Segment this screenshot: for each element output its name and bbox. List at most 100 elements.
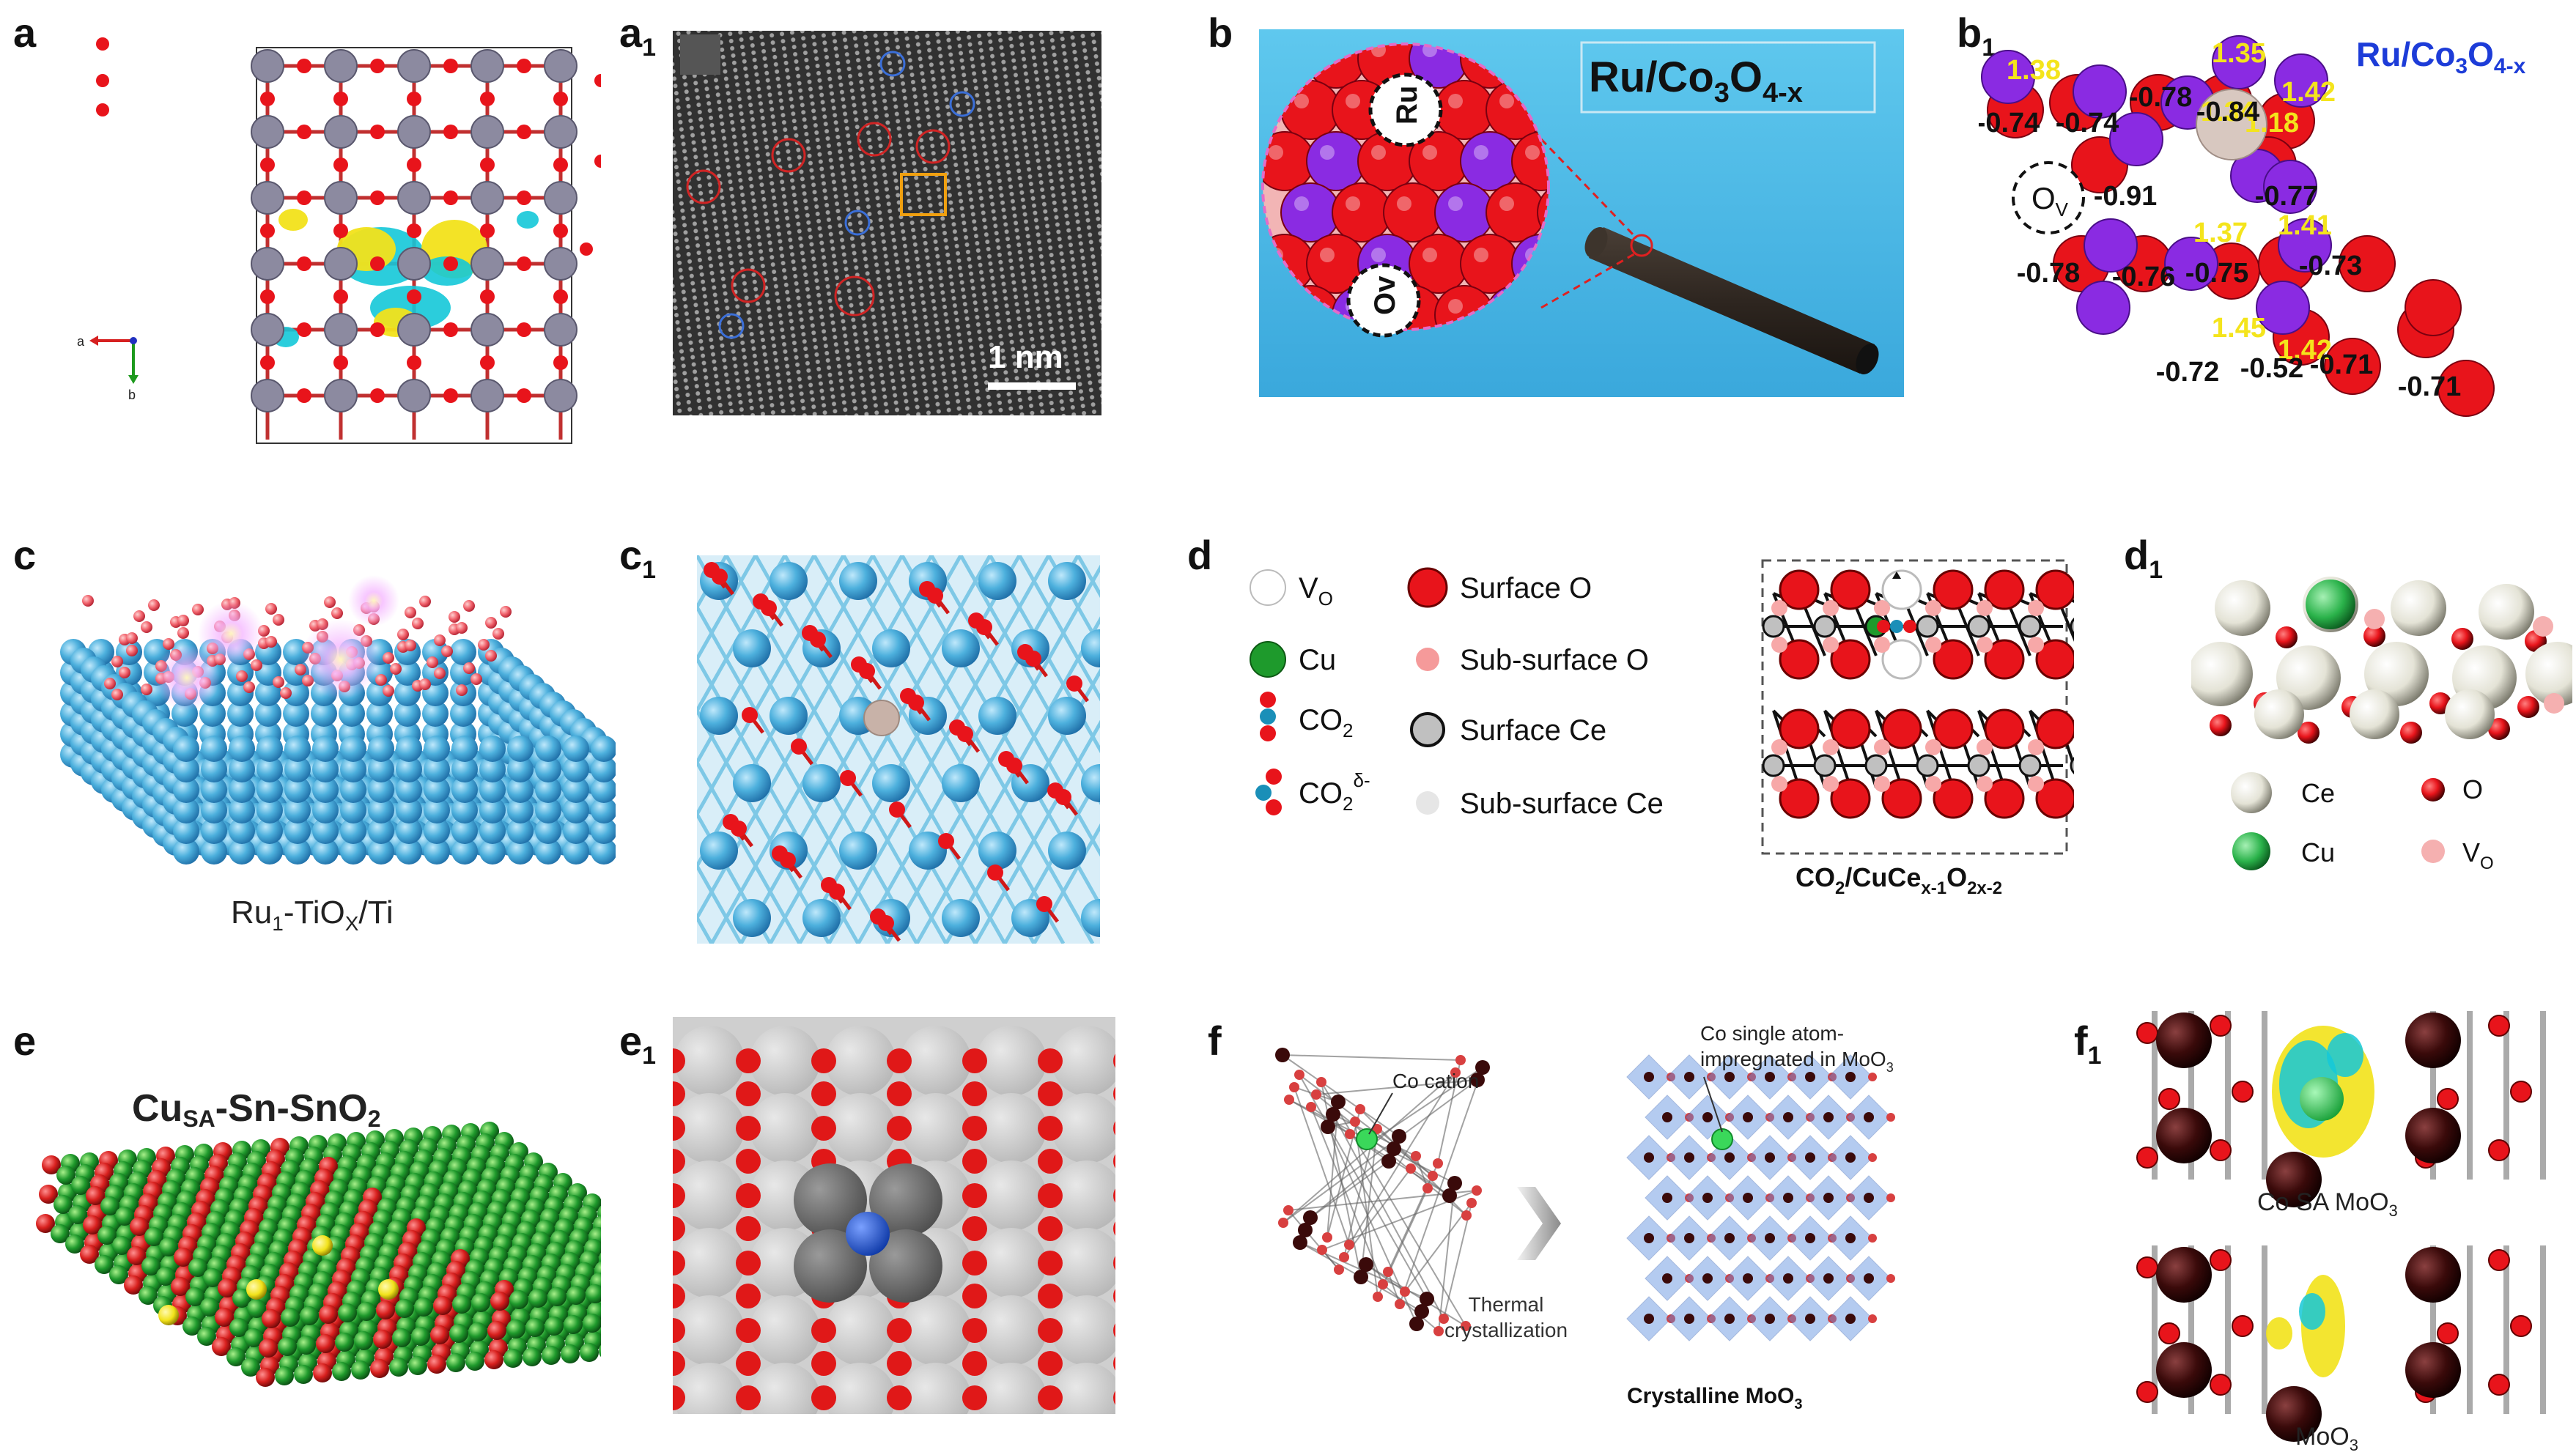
oxygen-atom <box>1113 1356 1115 1371</box>
panel-label-f: f <box>1208 1018 1222 1064</box>
cu-atom <box>2306 580 2355 629</box>
mo-atom <box>1684 1233 1694 1243</box>
charge-value-black: -0.78 <box>2129 82 2193 113</box>
panel-d-legend: VO Cu CO2 CO2δ- Surface O Sub-surface O … <box>1246 557 1744 850</box>
panel-c1-top-view <box>697 555 1100 944</box>
legend-label: VO <box>1299 572 1333 610</box>
ti-atom <box>257 838 283 865</box>
ti-atom <box>1081 629 1100 667</box>
ti-atom <box>479 736 506 762</box>
sn-atom <box>275 1366 294 1385</box>
sn-atom <box>300 1306 319 1325</box>
oxygen-atom <box>2339 235 2396 292</box>
oxygen-atom <box>260 223 275 238</box>
metal-atom <box>251 379 284 412</box>
charge-value-black: -0.76 <box>2112 262 2176 292</box>
oxygen-atom <box>1846 1193 1855 1202</box>
oxygen-atom <box>1113 1188 1115 1203</box>
atom <box>1383 1267 1393 1277</box>
charge-value-black: -0.78 <box>2017 258 2081 289</box>
subsurface-o <box>1874 600 1890 616</box>
atom <box>1294 1070 1304 1080</box>
sn-slab <box>36 1122 601 1387</box>
sn-atom <box>471 1293 490 1312</box>
charge-value-yellow: 1.42 <box>2278 335 2332 366</box>
oxygen-atom <box>1038 1183 1063 1208</box>
oxygen-atom <box>962 1149 987 1174</box>
oxygen-atom <box>141 621 152 633</box>
oxygen-atom <box>736 1284 761 1308</box>
ti-atom <box>173 736 199 762</box>
ti-atom <box>700 697 738 735</box>
mo-atom <box>2266 1386 2322 1442</box>
oxygen-atom <box>376 1300 395 1319</box>
charge-value-black: -0.91 <box>2094 181 2158 212</box>
ti-atom <box>872 764 910 802</box>
ru-single-atom-glow <box>300 619 381 700</box>
sn-atom <box>200 1297 219 1317</box>
oxygen-atom <box>2232 1315 2254 1337</box>
oxygen-atom <box>553 223 568 238</box>
oxygen-atom <box>260 289 275 304</box>
surface-ce <box>1813 754 1837 777</box>
atom <box>1326 1107 1340 1122</box>
ce-atom <box>2445 689 2495 739</box>
panel-e1-top-view <box>673 1017 1115 1414</box>
ti-atom <box>591 797 616 823</box>
unit-cell-box <box>256 47 572 444</box>
oxygen-atom <box>1886 1113 1895 1122</box>
ti-atom <box>424 818 450 844</box>
ti-atom <box>535 736 561 762</box>
atom <box>1406 1163 1416 1174</box>
isosurface-cyan <box>2299 1293 2325 1330</box>
oxygen-atom <box>2210 1139 2232 1161</box>
scale-bar <box>988 382 1076 390</box>
oxygen-atom <box>736 1116 761 1141</box>
sn-atom <box>351 1360 370 1380</box>
ti-atom <box>591 736 616 762</box>
oxygen-atom <box>2517 696 2539 718</box>
charge-value-yellow: 1.37 <box>2193 218 2248 248</box>
ti-atom <box>173 838 199 865</box>
sn-atom <box>332 1362 351 1381</box>
surface-o <box>1830 778 1871 819</box>
sn-atom <box>247 1299 266 1318</box>
ti-atom <box>312 756 339 782</box>
ti-atom <box>257 777 283 803</box>
oxygen-atom <box>319 1305 338 1324</box>
ti-atom <box>340 818 366 844</box>
subsurface-o <box>2028 600 2044 616</box>
oxygen-atom <box>316 1334 335 1353</box>
sn-atom <box>1052 1160 1115 1231</box>
oxygen-atom <box>1707 1234 1716 1243</box>
sn-atom <box>156 1267 175 1286</box>
cu-single-atom <box>158 1305 179 1325</box>
surface-o <box>1830 569 1871 610</box>
oxygen-atom <box>736 1351 761 1376</box>
oxygen-atom <box>2136 1381 2158 1403</box>
sn-atom <box>869 1163 942 1237</box>
mo-atom <box>2405 1247 2461 1303</box>
oxygen-atom <box>1868 1153 1877 1162</box>
mo-atom <box>1644 1314 1654 1324</box>
mo-atom <box>1662 1193 1672 1203</box>
ti-atom <box>424 736 450 762</box>
ti-atom <box>229 838 255 865</box>
oxygen-atom <box>83 1215 102 1234</box>
legend-label: Cu <box>2301 837 2335 867</box>
sn-atom <box>583 1314 601 1333</box>
mo-atom <box>1724 1072 1735 1082</box>
atom <box>1317 1245 1327 1255</box>
oxygen-atom <box>243 681 255 693</box>
panel-label-d1: d1 <box>2124 532 2163 585</box>
subsurface-o <box>1823 637 1839 653</box>
oxygen-atom <box>370 125 385 139</box>
sn-atom <box>523 1347 542 1366</box>
ti-atom <box>339 700 365 727</box>
oxygen-atom <box>443 190 458 205</box>
oxygen-atom <box>407 289 421 304</box>
metal-atom <box>324 379 358 412</box>
subsurface-o <box>1771 776 1787 792</box>
ti-atom <box>201 818 227 844</box>
sn-atom <box>95 1255 114 1274</box>
